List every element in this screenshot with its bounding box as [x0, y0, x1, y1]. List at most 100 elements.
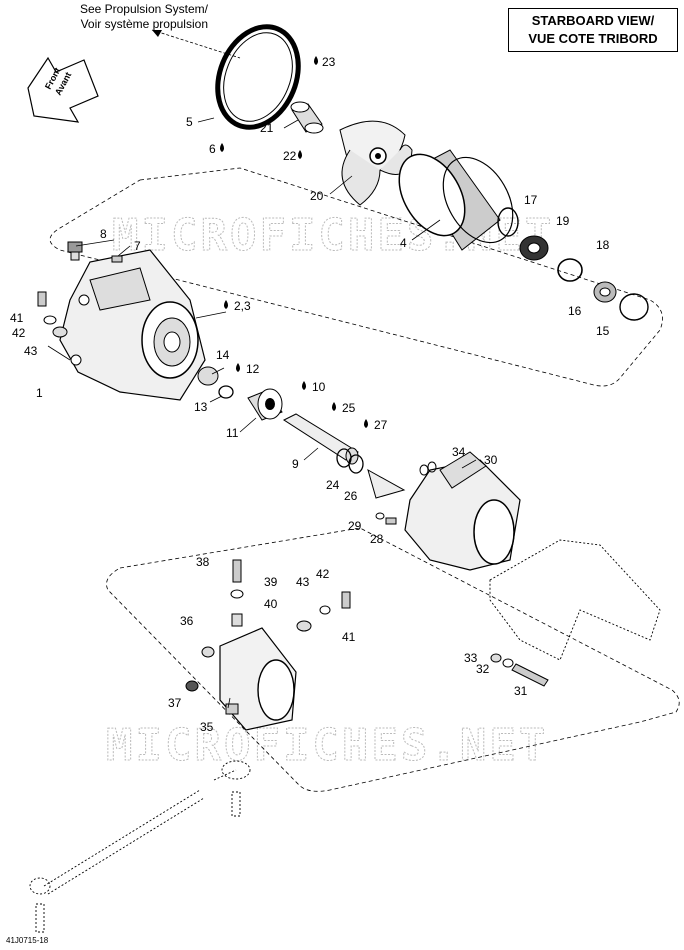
cone-part-26	[367, 468, 406, 499]
callout-6: 6	[209, 142, 216, 156]
callout-35: 35	[200, 720, 214, 734]
o-ring-part-34a	[419, 464, 429, 476]
view-title-line2: VUE COTE TRIBORD	[528, 31, 658, 46]
washer-part-43-bottom	[296, 620, 312, 632]
callout-41-bottom: 41	[342, 630, 356, 644]
see-propulsion-note: See Propulsion System/ Voir système prop…	[10, 2, 208, 32]
callout-25: 25	[342, 401, 356, 415]
drop-icon	[236, 363, 240, 372]
callout-8: 8	[100, 227, 107, 241]
front-arrow-icon	[27, 56, 99, 123]
callout-43-bottom: 43	[296, 575, 310, 589]
plug-part-8	[67, 241, 83, 261]
washer-part-43-top	[52, 326, 68, 338]
callout-39: 39	[264, 575, 278, 589]
housing-part-4	[398, 149, 514, 251]
callout-42-top: 42	[12, 326, 26, 340]
callout-17: 17	[524, 193, 538, 207]
bolt-part-38	[232, 559, 242, 583]
callout-23: 23	[322, 55, 336, 69]
callout-22: 22	[283, 149, 297, 163]
drop-icon	[314, 56, 318, 65]
venturi-part-30	[404, 451, 521, 571]
callout-16: 16	[568, 304, 582, 318]
pump-housing-part-1	[59, 249, 206, 401]
group-outline-lower	[106, 527, 680, 792]
o-ring-part-15	[619, 293, 649, 321]
bearing-part-11	[247, 388, 283, 421]
view-title-line1: STARBOARD VIEW/	[531, 13, 655, 28]
callout-34: 34	[452, 445, 466, 459]
callout-27: 27	[374, 418, 388, 432]
callout-2-3: 2,3	[234, 299, 251, 313]
callout-31: 31	[514, 684, 528, 698]
callout-12: 12	[246, 362, 260, 376]
callout-38: 38	[196, 555, 210, 569]
steering-cable-dotted	[29, 760, 251, 933]
callout-36: 36	[180, 614, 194, 628]
bolt-part-31	[511, 663, 549, 687]
callout-15: 15	[596, 324, 610, 338]
bushing-part-36	[201, 646, 215, 658]
spacer-part-14	[197, 366, 219, 386]
watermark-bottom: MICROFICHES.NET	[106, 720, 548, 771]
callout-41-top: 41	[10, 311, 24, 325]
callout-labels: 5 6 21 23 22 20 4 17 19 18 16 15 8 7 41 …	[10, 55, 610, 734]
lubricant-drop-icons	[220, 56, 368, 428]
callout-42-bottom: 42	[316, 567, 330, 581]
bushing-part-40	[231, 613, 243, 627]
callout-20: 20	[310, 189, 324, 203]
callout-11: 11	[226, 426, 239, 440]
drop-icon	[302, 381, 306, 390]
washer-part-29	[375, 512, 385, 520]
callout-13: 13	[194, 400, 208, 414]
drop-icon	[364, 419, 368, 428]
drop-icon	[298, 150, 302, 159]
see-propulsion-line1: See Propulsion System/	[79, 2, 208, 16]
washer-part-32	[502, 658, 514, 668]
callout-24: 24	[326, 478, 340, 492]
impeller-part-20	[339, 120, 413, 206]
screw-part-7	[111, 255, 123, 263]
view-title-box: STARBOARD VIEW/ VUE COTE TRIBORD	[508, 8, 678, 52]
seal-part-19	[519, 235, 549, 261]
callout-1: 1	[36, 386, 43, 400]
nozzle-part-35	[219, 627, 297, 731]
callout-7: 7	[134, 239, 141, 253]
callout-33: 33	[464, 651, 478, 665]
o-ring-part-34b	[427, 461, 437, 473]
callout-21: 21	[260, 121, 274, 135]
callout-14: 14	[216, 348, 230, 362]
drawing-reference: 41J0715-18	[6, 936, 49, 945]
callout-32: 32	[476, 662, 490, 676]
wear-ring-part-5	[215, 24, 301, 130]
washer-part-33	[490, 653, 502, 663]
drop-icon	[332, 402, 336, 411]
callout-9: 9	[292, 457, 299, 471]
see-arrow-head	[152, 30, 162, 37]
callout-10: 10	[312, 380, 326, 394]
cover-part-16	[593, 281, 617, 303]
callout-30: 30	[484, 453, 498, 467]
callout-18: 18	[596, 238, 610, 252]
washer-part-39	[230, 589, 244, 599]
bushing-part-37	[185, 680, 199, 692]
callout-28: 28	[370, 532, 384, 546]
bolt-part-41-top	[37, 291, 47, 307]
drop-icon	[220, 143, 224, 152]
o-ring-part-24b	[348, 454, 364, 474]
callout-43-top: 43	[24, 344, 38, 358]
callout-26: 26	[344, 489, 358, 503]
callout-19: 19	[556, 214, 570, 228]
o-ring-part-18	[557, 258, 583, 282]
callout-40: 40	[264, 597, 278, 611]
callout-4: 4	[400, 236, 407, 250]
washer-part-42-bottom	[319, 605, 331, 615]
retaining-ring-part-17	[497, 207, 519, 237]
callout-5: 5	[186, 115, 193, 129]
drop-icon	[224, 300, 228, 309]
washer-part-42-top	[43, 315, 57, 325]
sleeve-part-21	[290, 101, 324, 134]
leader-lines	[47, 117, 477, 709]
